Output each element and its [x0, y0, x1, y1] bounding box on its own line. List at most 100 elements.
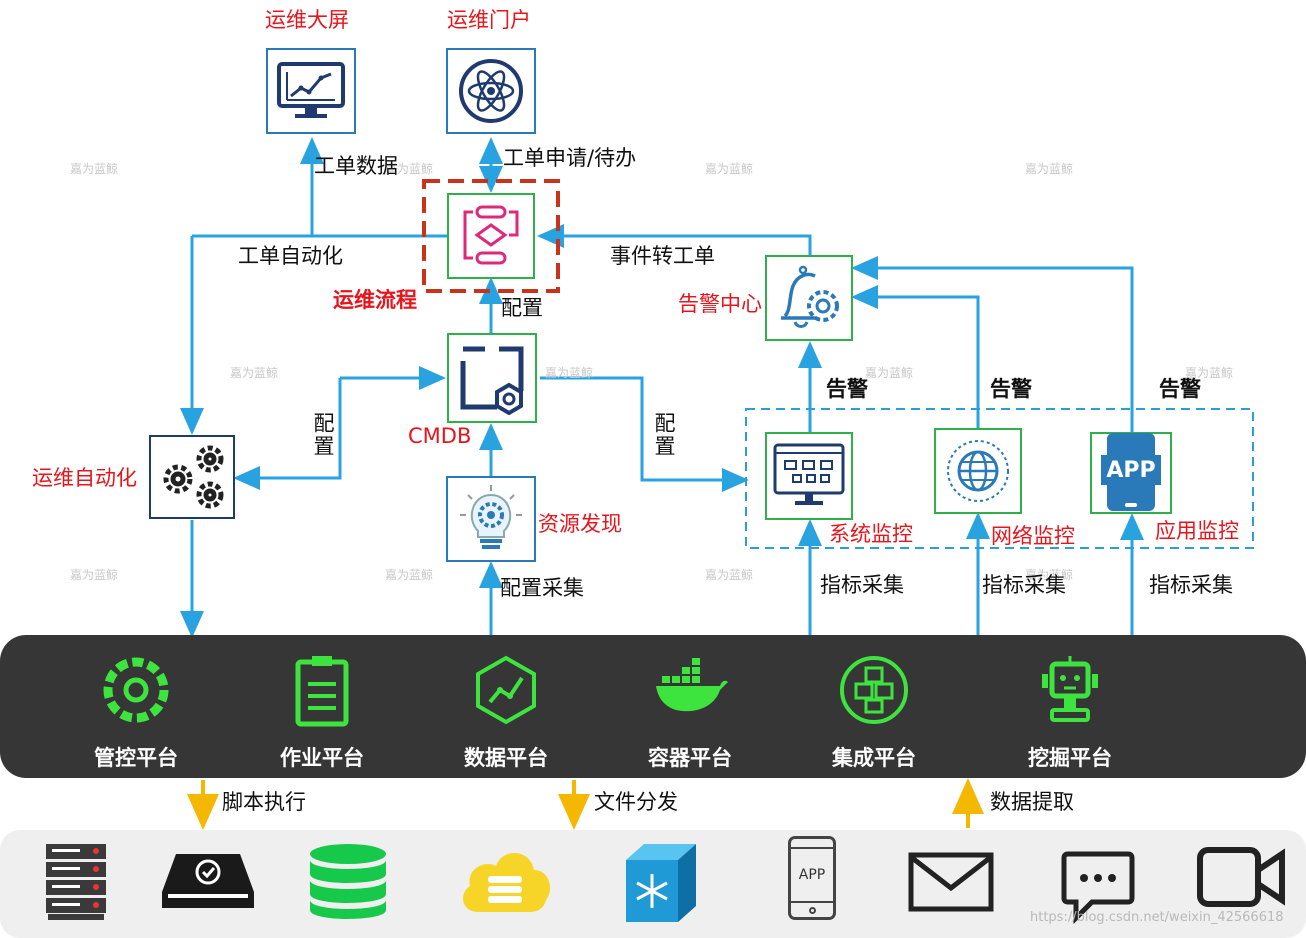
script-exec-label: 脚本执行: [222, 790, 306, 814]
phone-app-text: APP: [798, 867, 826, 883]
hexagon-chart-icon: [476, 655, 536, 725]
ops-flow-node: [447, 193, 535, 279]
watermark: 嘉为蓝鲸: [705, 568, 754, 582]
video-device: [1196, 844, 1286, 914]
ops-auto-node: [149, 435, 235, 519]
phone-app-device: APP: [788, 836, 836, 920]
flowchart-icon: [463, 205, 519, 265]
config-left-label: 配置: [311, 412, 335, 458]
platform-control[interactable]: 管控平台: [56, 650, 216, 772]
docker-whale-icon: [656, 658, 728, 712]
ticket-apply-label: 工单申请/待办: [503, 146, 637, 170]
snowflake-cube-device: [620, 838, 710, 932]
resource-discovery-node: [446, 476, 536, 562]
ops-flow-label: 运维流程: [333, 288, 417, 312]
platform-bar: [0, 635, 1306, 778]
config-collect-label: 配置采集: [500, 576, 584, 600]
sys-monitor-node: [765, 432, 853, 520]
video-camera-icon: [1197, 847, 1285, 907]
platform-integration[interactable]: 集成平台: [794, 650, 954, 772]
metric-collect-label: 指标采集: [982, 573, 1066, 597]
alarm-label: 告警: [826, 377, 868, 401]
file-dist-label: 文件分发: [594, 790, 678, 814]
watermark: 嘉为蓝鲸: [385, 162, 434, 176]
alarm-label: 告警: [1159, 377, 1201, 401]
watermark: 嘉为蓝鲸: [705, 162, 754, 176]
watermark: 嘉为蓝鲸: [1185, 366, 1234, 380]
watermark: 嘉为蓝鲸: [385, 568, 434, 582]
net-monitor-node: [934, 428, 1022, 514]
gears-icon: [163, 445, 224, 509]
platform-mining[interactable]: 挖掘平台: [990, 650, 1150, 772]
platform-label: 管控平台: [94, 746, 178, 770]
database-device: [306, 842, 390, 926]
platform-data[interactable]: 数据平台: [426, 650, 586, 772]
disk-drive-device: [160, 850, 256, 918]
cmdb-icon: [460, 346, 524, 415]
mail-icon: [908, 852, 994, 912]
sys-monitor-label: 系统监控: [829, 522, 913, 546]
big-screen-label: 运维大屏: [265, 8, 349, 32]
watermark: 嘉为蓝鲸: [1025, 568, 1074, 582]
cubes-icon: [840, 656, 908, 724]
portal-label: 运维门户: [447, 8, 531, 32]
clipboard-icon: [295, 656, 349, 727]
config-top-label: 配置: [501, 296, 543, 320]
watermark: 嘉为蓝鲸: [70, 568, 119, 582]
bulb-gear-icon: [460, 485, 522, 549]
server-rack-device: [44, 840, 108, 926]
server-rack-icon: [46, 844, 106, 920]
cloud-storage-device: [456, 842, 556, 922]
alarm-center-node: [765, 255, 853, 341]
app-badge-text: APP: [1101, 455, 1161, 485]
bell-gear-icon: [781, 265, 839, 328]
gear-icon: [103, 657, 169, 723]
disk-drive-icon: [162, 854, 254, 908]
net-monitor-label: 网络监控: [991, 524, 1075, 548]
resource-discovery-label: 资源发现: [538, 512, 622, 536]
platform-label: 数据平台: [464, 746, 548, 770]
app-phone-icon: APP: [1101, 433, 1161, 513]
ops-auto-label: 运维自动化: [32, 466, 137, 490]
cloud-storage-icon: [463, 852, 550, 912]
watermark: 嘉为蓝鲸: [865, 366, 914, 380]
config-right-label: 配置: [652, 412, 676, 458]
watermark: 嘉为蓝鲸: [1025, 162, 1074, 176]
chat-device: [1058, 850, 1138, 928]
metric-collect-label: 指标采集: [820, 573, 904, 597]
event-to-ticket-label: 事件转工单: [610, 244, 715, 268]
watermark: 嘉为蓝鲸: [545, 366, 594, 380]
monitor-folders-icon: [773, 443, 845, 505]
chat-bubble-icon: [1061, 851, 1135, 925]
phone-app-icon: APP: [788, 836, 836, 920]
monitor-chart-icon: [277, 62, 345, 118]
mail-device: [908, 852, 994, 916]
alarm-label: 告警: [990, 377, 1032, 401]
portal-node: [446, 48, 536, 134]
platform-job[interactable]: 作业平台: [242, 650, 402, 772]
robot-icon: [1042, 656, 1098, 722]
watermark: 嘉为蓝鲸: [230, 366, 279, 380]
platform-label: 作业平台: [280, 746, 364, 770]
platform-label: 集成平台: [832, 746, 916, 770]
ticket-data-label: 工单数据: [314, 154, 398, 178]
platform-container[interactable]: 容器平台: [610, 650, 770, 772]
cmdb-node: [447, 333, 537, 423]
app-monitor-label: 应用监控: [1155, 519, 1239, 543]
big-screen-node: [266, 48, 356, 134]
ticket-auto-label: 工单自动化: [238, 244, 343, 268]
metric-collect-label: 指标采集: [1149, 573, 1233, 597]
watermark: 嘉为蓝鲸: [70, 162, 119, 176]
globe-icon: [947, 440, 1009, 502]
footer-url: https://blog.csdn.net/weixin_42566618: [1030, 910, 1284, 925]
alarm-center-label: 告警中心: [678, 292, 762, 316]
database-icon: [310, 844, 386, 919]
data-extract-label: 数据提取: [990, 790, 1074, 814]
app-monitor-node: APP: [1090, 432, 1172, 514]
snowflake-cube-icon: [626, 844, 696, 922]
platform-label: 挖掘平台: [1028, 746, 1112, 770]
platform-label: 容器平台: [648, 746, 732, 770]
atom-icon: [459, 59, 523, 123]
cmdb-label: CMDB: [408, 424, 472, 448]
